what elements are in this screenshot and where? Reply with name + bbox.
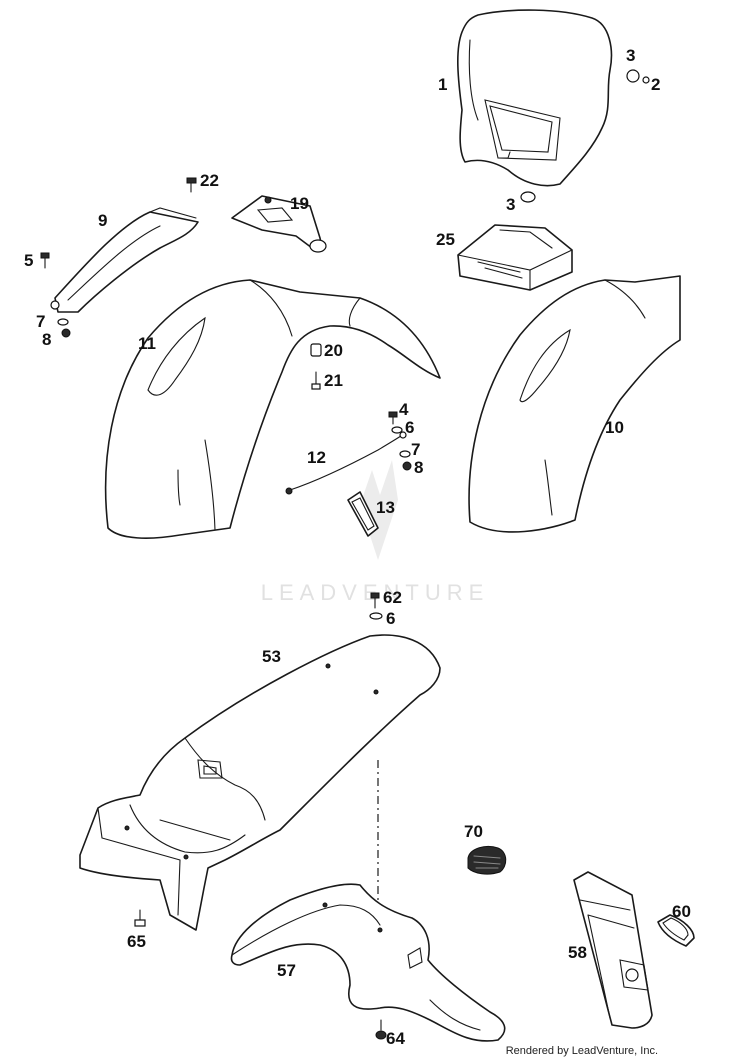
- callout-4: 4: [399, 400, 409, 419]
- callout-53: 53: [262, 647, 281, 666]
- callout-13: 13: [376, 498, 395, 517]
- bolt-64[interactable]: [375, 1019, 387, 1040]
- grommet-3-lower[interactable]: [520, 191, 536, 203]
- callout-7-left: 7: [36, 312, 45, 331]
- callout-25: 25: [436, 230, 455, 249]
- callout-1: 1: [438, 75, 447, 94]
- bolt-22[interactable]: [186, 177, 197, 193]
- callout-10: 10: [605, 418, 624, 437]
- callout-3-lower: 3: [506, 195, 515, 214]
- washer-6[interactable]: [391, 426, 403, 434]
- front-fender-10[interactable]: [468, 275, 681, 533]
- nut-8-left[interactable]: [61, 328, 71, 338]
- callout-64: 64: [386, 1029, 405, 1048]
- rear-fender-53[interactable]: [79, 634, 441, 931]
- callout-6-rear: 6: [386, 609, 395, 628]
- callout-60: 60: [672, 902, 691, 921]
- callout-70: 70: [464, 822, 483, 841]
- bolt-21[interactable]: [311, 371, 321, 390]
- bracket-19[interactable]: [231, 195, 327, 253]
- reflector-70[interactable]: [467, 845, 507, 875]
- callout-62: 62: [383, 588, 402, 607]
- watermark-logo: [360, 460, 398, 560]
- callout-labels: 1 2 3 3 22 19 9 25 5 7 8 11 20 21 4 6 10…: [24, 46, 691, 1048]
- bolt-65[interactable]: [134, 909, 146, 927]
- callout-58: 58: [568, 943, 587, 962]
- callout-65: 65: [127, 932, 146, 951]
- washer-7-right[interactable]: [399, 450, 411, 458]
- control-box[interactable]: [457, 224, 573, 291]
- grommet-3[interactable]: [626, 69, 640, 83]
- cable-guide-13[interactable]: [347, 491, 379, 537]
- callout-5: 5: [24, 251, 33, 270]
- plate-holder-58[interactable]: [573, 871, 653, 1029]
- washer-7-left[interactable]: [57, 318, 69, 326]
- callout-9: 9: [98, 211, 107, 230]
- callout-57: 57: [277, 961, 296, 980]
- callout-8-left: 8: [42, 330, 51, 349]
- grommet-20[interactable]: [310, 343, 322, 357]
- reflector-60[interactable]: [657, 914, 695, 947]
- headlight-mask[interactable]: [457, 9, 613, 187]
- fender-stay-9[interactable]: [50, 207, 199, 313]
- callout-12: 12: [307, 448, 326, 467]
- front-fender-11[interactable]: [104, 279, 441, 539]
- callout-11: 11: [138, 334, 156, 353]
- bolt-5[interactable]: [40, 252, 50, 269]
- callout-3-top: 3: [626, 46, 635, 65]
- callout-20: 20: [324, 341, 343, 360]
- callout-21: 21: [324, 371, 343, 390]
- cable-12[interactable]: [285, 431, 407, 495]
- inner-fender-57[interactable]: [230, 883, 506, 1042]
- watermark: LEADVENTURE: [261, 460, 483, 605]
- callout-7-right: 7: [411, 440, 420, 459]
- washer-2[interactable]: [642, 76, 650, 84]
- washer-6-rear[interactable]: [369, 612, 383, 620]
- credit-text: Rendered by LeadVenture, Inc.: [505, 1045, 658, 1057]
- callout-6: 6: [405, 418, 414, 437]
- bolt-4[interactable]: [388, 411, 398, 425]
- callout-2: 2: [651, 75, 660, 94]
- callout-8-right: 8: [414, 458, 423, 477]
- callout-22: 22: [200, 171, 219, 190]
- bolt-62[interactable]: [370, 592, 380, 609]
- callout-19: 19: [290, 194, 309, 213]
- nut-8-right[interactable]: [402, 461, 412, 471]
